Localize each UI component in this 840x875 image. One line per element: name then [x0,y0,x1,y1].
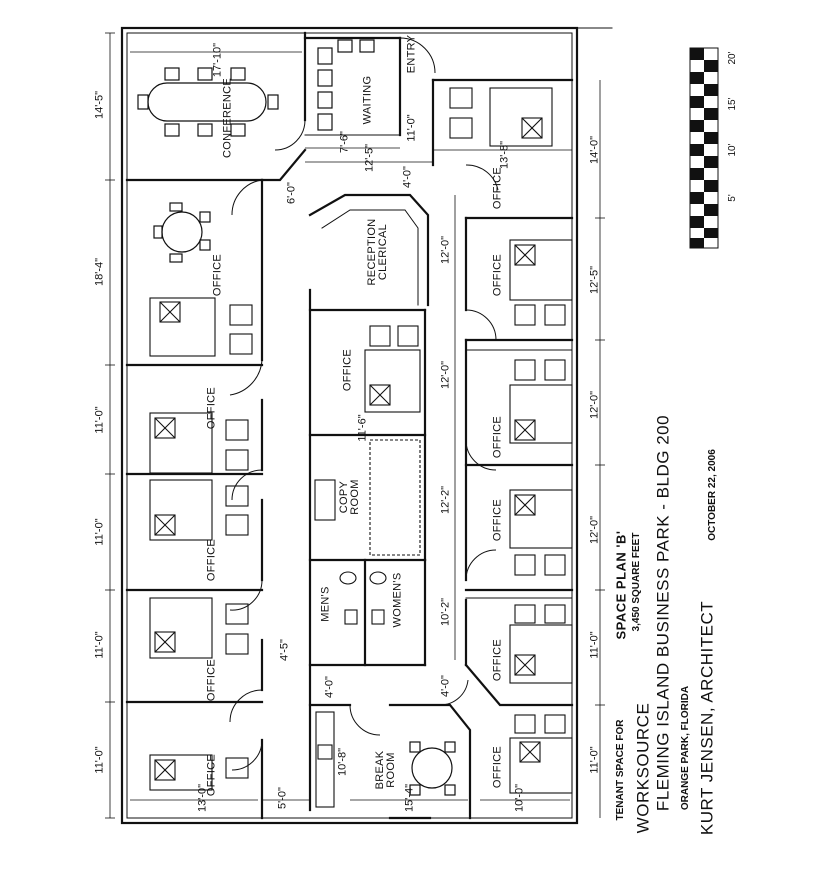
title-plan: SPACE PLAN 'B' [613,530,629,640]
room-label-break-room: BREAK ROOM [374,750,397,790]
room-label-office: OFFICE [205,538,218,582]
room-label-office: OFFICE [491,166,504,210]
dimension-label: 12'-0" [439,235,452,265]
room-label-office: OFFICE [491,253,504,297]
dimension-label: 11'-6" [356,414,369,442]
room-label-waiting: WAITING [361,75,374,125]
room-label-office: OFFICE [211,253,224,297]
dimension-label: 11'-0" [93,746,106,774]
dimension-label: 10'-2" [439,597,452,627]
dimension-label: 10'-8" [336,747,349,777]
room-label-womens: WOMEN'S [391,572,404,628]
room-label-conference: CONFERENCE [221,77,234,159]
dimension-label: 12'-0" [588,390,601,420]
dimension-label: 17'-10" [211,42,224,78]
dimension-label: 11'-0" [405,114,418,142]
conference-table [147,82,267,122]
scale-label: 5' [727,194,738,202]
dimension-label: 14'-5" [93,90,106,120]
room-label-office: OFFICE [491,415,504,459]
dimension-label: 10'-0" [513,783,526,813]
room-label-reception: RECEPTION CLERICAL [366,218,389,286]
round-table [161,211,203,253]
title-project: FLEMING ISLAND BUSINESS PARK - BLDG 200 [653,414,673,812]
scale-bar [689,47,719,249]
room-label-office: OFFICE [205,386,218,430]
room-label-office: OFFICE [491,745,504,789]
dimension-label: 12'-5" [363,143,376,173]
dimension-label: 11'-0" [93,631,106,659]
scale-label: 20' [727,51,738,65]
dimension-label: 12'-0" [588,515,601,545]
title-date: OCTOBER 22, 2006 [707,449,718,541]
room-label-office: OFFICE [341,348,354,392]
dimension-label: 6'-0" [285,182,298,204]
title-architect: KURT JENSEN, ARCHITECT [697,600,717,836]
room-label-office: OFFICE [491,498,504,542]
title-area: 3,450 SQUARE FEET [631,532,642,632]
dimension-label: 11'-0" [93,406,106,434]
dimension-label: 13'-8" [498,140,511,170]
title-client: WORKSOURCE [633,702,653,834]
room-label-mens: MEN'S [319,586,332,622]
dimension-label: 11'-0" [588,746,601,774]
room-label-copy-room: COPY ROOM [338,479,361,515]
room-label-entry: ENTRY [405,34,418,74]
scale-label: 15' [727,97,738,111]
dimension-label: 4'-5" [278,639,291,661]
dimension-label: 7'-6" [338,131,351,153]
dimension-label: 11'-0" [93,518,106,546]
dimension-label: 12'-5" [588,265,601,295]
dimension-label: 5'-0" [276,787,289,809]
dimension-label: 11'-0" [588,631,601,659]
title-tenant-space: TENANT SPACE FOR [615,719,626,821]
dimension-label: 4'-0" [323,676,336,698]
dimension-label: 14'-0" [588,135,601,165]
dimension-label: 18'-4" [93,257,106,287]
room-label-office: OFFICE [491,638,504,682]
dimension-label: 12'-0" [439,360,452,390]
dimension-label: 15'-4" [403,783,416,813]
title-location: ORANGE PARK, FLORIDA [680,685,691,811]
room-label-office: OFFICE [205,658,218,702]
dimension-label: 13'-0" [196,783,209,813]
dimension-label: 4'-0" [401,166,414,188]
scale-label: 10' [727,143,738,157]
exterior-wall [120,26,579,825]
dimension-label: 4'-0" [439,675,452,697]
dimension-label: 12'-2" [439,485,452,515]
